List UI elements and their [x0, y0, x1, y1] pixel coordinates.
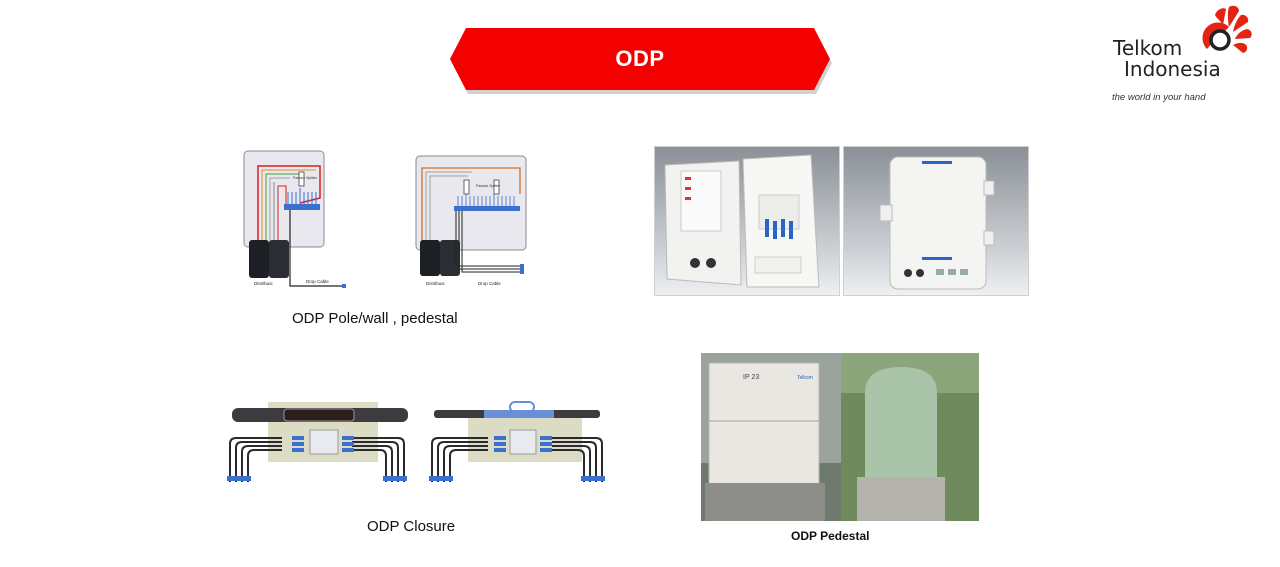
caption-pedestal: ODP Pedestal — [791, 529, 870, 543]
odp-box-open-photo — [654, 146, 840, 296]
pedestal-box-brand: Telkom — [797, 375, 813, 381]
splitter-label: Passive Splitter — [476, 184, 501, 188]
odp-pedestal-photo: IP 23 Telkom — [701, 353, 979, 521]
pedestal-box-label: IP 23 — [743, 374, 759, 381]
logo-line1: Telkom — [1113, 36, 1183, 60]
drop-cable-label: Drop Cable — [478, 281, 501, 286]
odp-box-closed-photo — [843, 146, 1029, 296]
splitter-label: Passive Splitter — [293, 176, 318, 180]
caption-pole-wall: ODP Pole/wall , pedestal — [292, 310, 458, 327]
odp-pole-diagram-right: Passive Splitter Distribusi Drop Cable — [415, 155, 527, 286]
page-title: ODP — [615, 46, 665, 71]
distribusi-label: Distribusi — [426, 281, 445, 286]
odp-closure-diagram — [227, 401, 605, 482]
logo-line2: Indonesia — [1124, 57, 1221, 81]
drop-cable-label: Drop Cable — [306, 279, 329, 284]
caption-closure: ODP Closure — [367, 518, 456, 535]
logo-wordmark: Telkom Indonesia — [1113, 38, 1221, 80]
title-banner — [450, 28, 830, 90]
telkom-hand-icon — [1202, 5, 1252, 53]
odp-pole-diagram-left: Passive Splitter Distribusi Drop Cable — [243, 150, 346, 288]
distribusi-label: Distribusi — [254, 281, 273, 286]
logo-tagline: the world in your hand — [1112, 92, 1206, 103]
telkom-logo: Telkom Indonesia the world in your hand — [1105, 5, 1265, 105]
